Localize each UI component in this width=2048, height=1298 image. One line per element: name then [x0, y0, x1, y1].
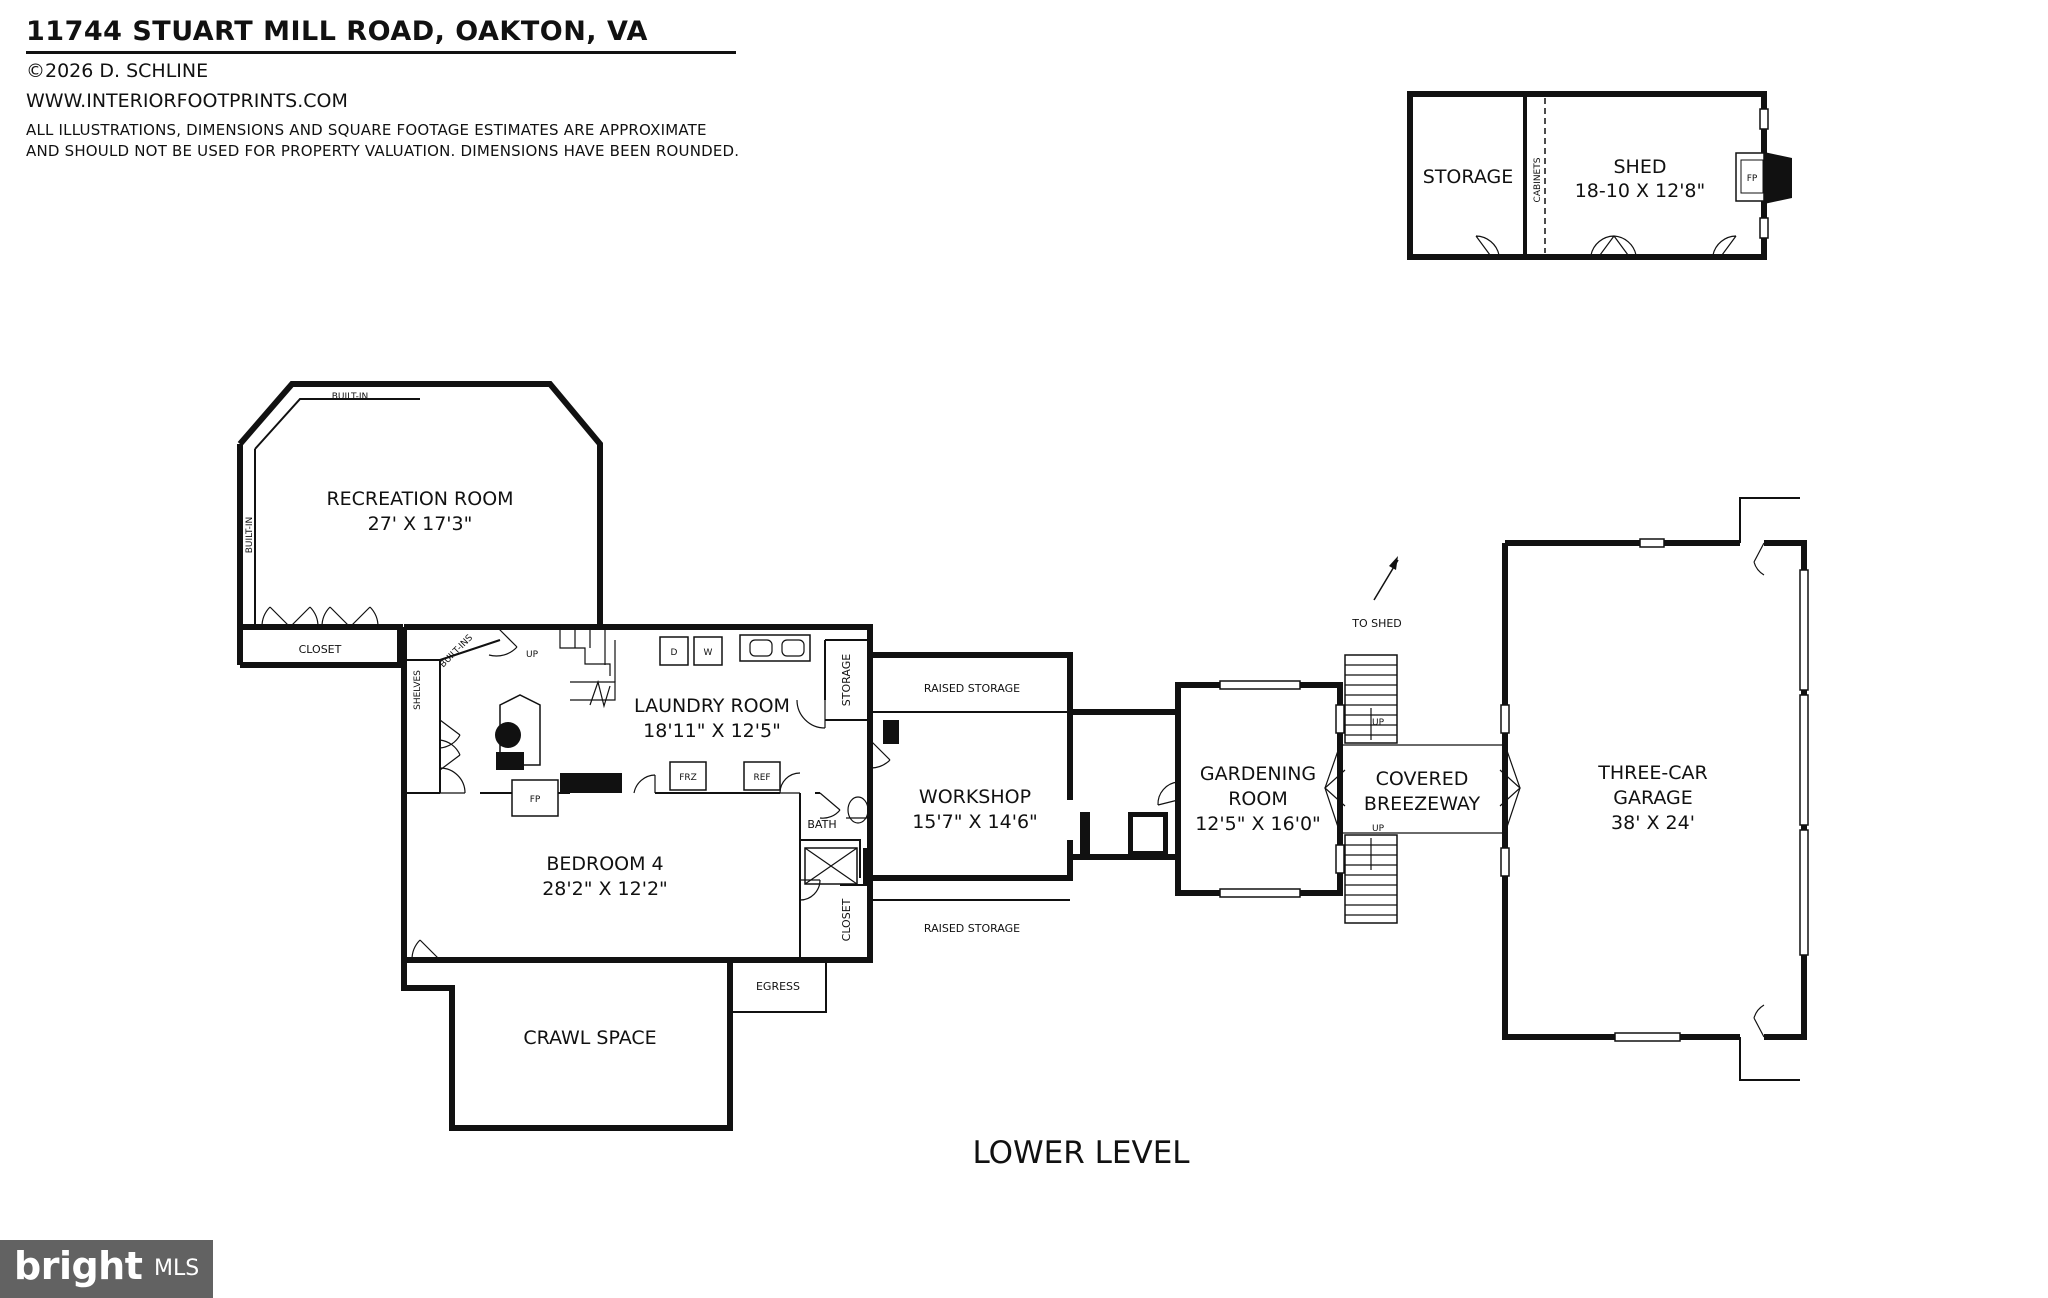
- shelves-label: SHELVES: [413, 670, 423, 710]
- recreation-closet-label: CLOSET: [299, 643, 342, 656]
- garage-dimensions: 38' X 24': [1611, 812, 1695, 834]
- shed-cabinets-label: CABINETS: [1533, 157, 1543, 202]
- breezeway-stair-up-upper: UP: [1372, 718, 1385, 728]
- built-in-side-label: BUILT-IN: [245, 517, 255, 554]
- door-swings: [261, 606, 1179, 961]
- bath-label: BATH: [807, 818, 836, 831]
- breezeway-structure: [1324, 556, 1521, 924]
- gardening-room-label-line1: GARDENING: [1200, 763, 1316, 785]
- built-in-top-label: BUILT-IN: [332, 392, 369, 402]
- bedroom-closet-label: CLOSET: [840, 898, 853, 941]
- built-ins-label: BUILT-INS: [438, 633, 475, 670]
- laundry-room-label: LAUNDRY ROOM: [634, 695, 790, 717]
- level-label: LOWER LEVEL: [972, 1135, 1190, 1171]
- to-shed-label: TO SHED: [1351, 617, 1402, 630]
- breezeway-label-line1: COVERED: [1376, 768, 1469, 790]
- refrigerator-label: REF: [753, 773, 770, 783]
- house-walls: [237, 381, 1178, 1131]
- raised-storage-lower-label: RAISED STORAGE: [924, 922, 1020, 935]
- garage-label-line2: GARAGE: [1613, 787, 1693, 809]
- stair-up-label: UP: [526, 650, 539, 660]
- disclaimer-line-1: ALL ILLUSTRATIONS, DIMENSIONS AND SQUARE…: [26, 121, 707, 139]
- interior-fixtures: [495, 626, 1168, 885]
- bright-mls-watermark: bright MLS: [0, 1240, 213, 1298]
- breezeway-stair-up-lower: UP: [1372, 824, 1385, 834]
- disclaimer-line-2: AND SHOULD NOT BE USED FOR PROPERTY VALU…: [26, 142, 740, 160]
- bedroom-4-dimensions: 28'2" X 12'2": [542, 878, 668, 900]
- breezeway-label-line2: BREEZEWAY: [1364, 793, 1481, 815]
- crawl-space-label: CRAWL SPACE: [523, 1027, 656, 1049]
- egress-label: EGRESS: [756, 980, 800, 993]
- laundry-storage-label: STORAGE: [840, 654, 853, 706]
- gardening-room-dimensions: 12'5" X 16'0": [1195, 813, 1321, 835]
- fireplace-label: FP: [530, 795, 541, 805]
- garage-label-line1: THREE-CAR: [1597, 762, 1707, 784]
- watermark-brand: bright: [14, 1244, 143, 1288]
- dryer-label: D: [671, 648, 678, 658]
- gardening-room-walls: [1175, 680, 1345, 898]
- website: WWW.INTERIORFOOTPRINTS.COM: [26, 90, 348, 112]
- workshop-label: WORKSHOP: [919, 786, 1031, 808]
- copyright: ©2026 D. SCHLINE: [26, 60, 209, 82]
- recreation-room-dimensions: 27' X 17'3": [368, 513, 473, 535]
- shed-name-label: SHED: [1614, 156, 1667, 178]
- shed-storage-label: STORAGE: [1423, 166, 1513, 188]
- workshop-dimensions: 15'7" X 14'6": [912, 811, 1038, 833]
- shed-dimensions: 18-10 X 12'8": [1575, 180, 1706, 202]
- garage-walls: [1500, 497, 1809, 1081]
- shed-building: [1407, 91, 1792, 260]
- recreation-room-label: RECREATION ROOM: [326, 488, 513, 510]
- header-rule: [26, 51, 736, 54]
- washer-label: W: [704, 648, 713, 658]
- freezer-label: FRZ: [679, 773, 697, 783]
- laundry-room-dimensions: 18'11" X 12'5": [643, 720, 781, 742]
- raised-storage-upper-label: RAISED STORAGE: [924, 682, 1020, 695]
- bedroom-4-label: BEDROOM 4: [546, 853, 663, 875]
- shed-fireplace-label: FP: [1747, 174, 1758, 184]
- property-address: 11744 STUART MILL ROAD, OAKTON, VA: [26, 16, 648, 47]
- gardening-room-label-line2: ROOM: [1228, 788, 1288, 810]
- watermark-suffix: MLS: [154, 1256, 200, 1281]
